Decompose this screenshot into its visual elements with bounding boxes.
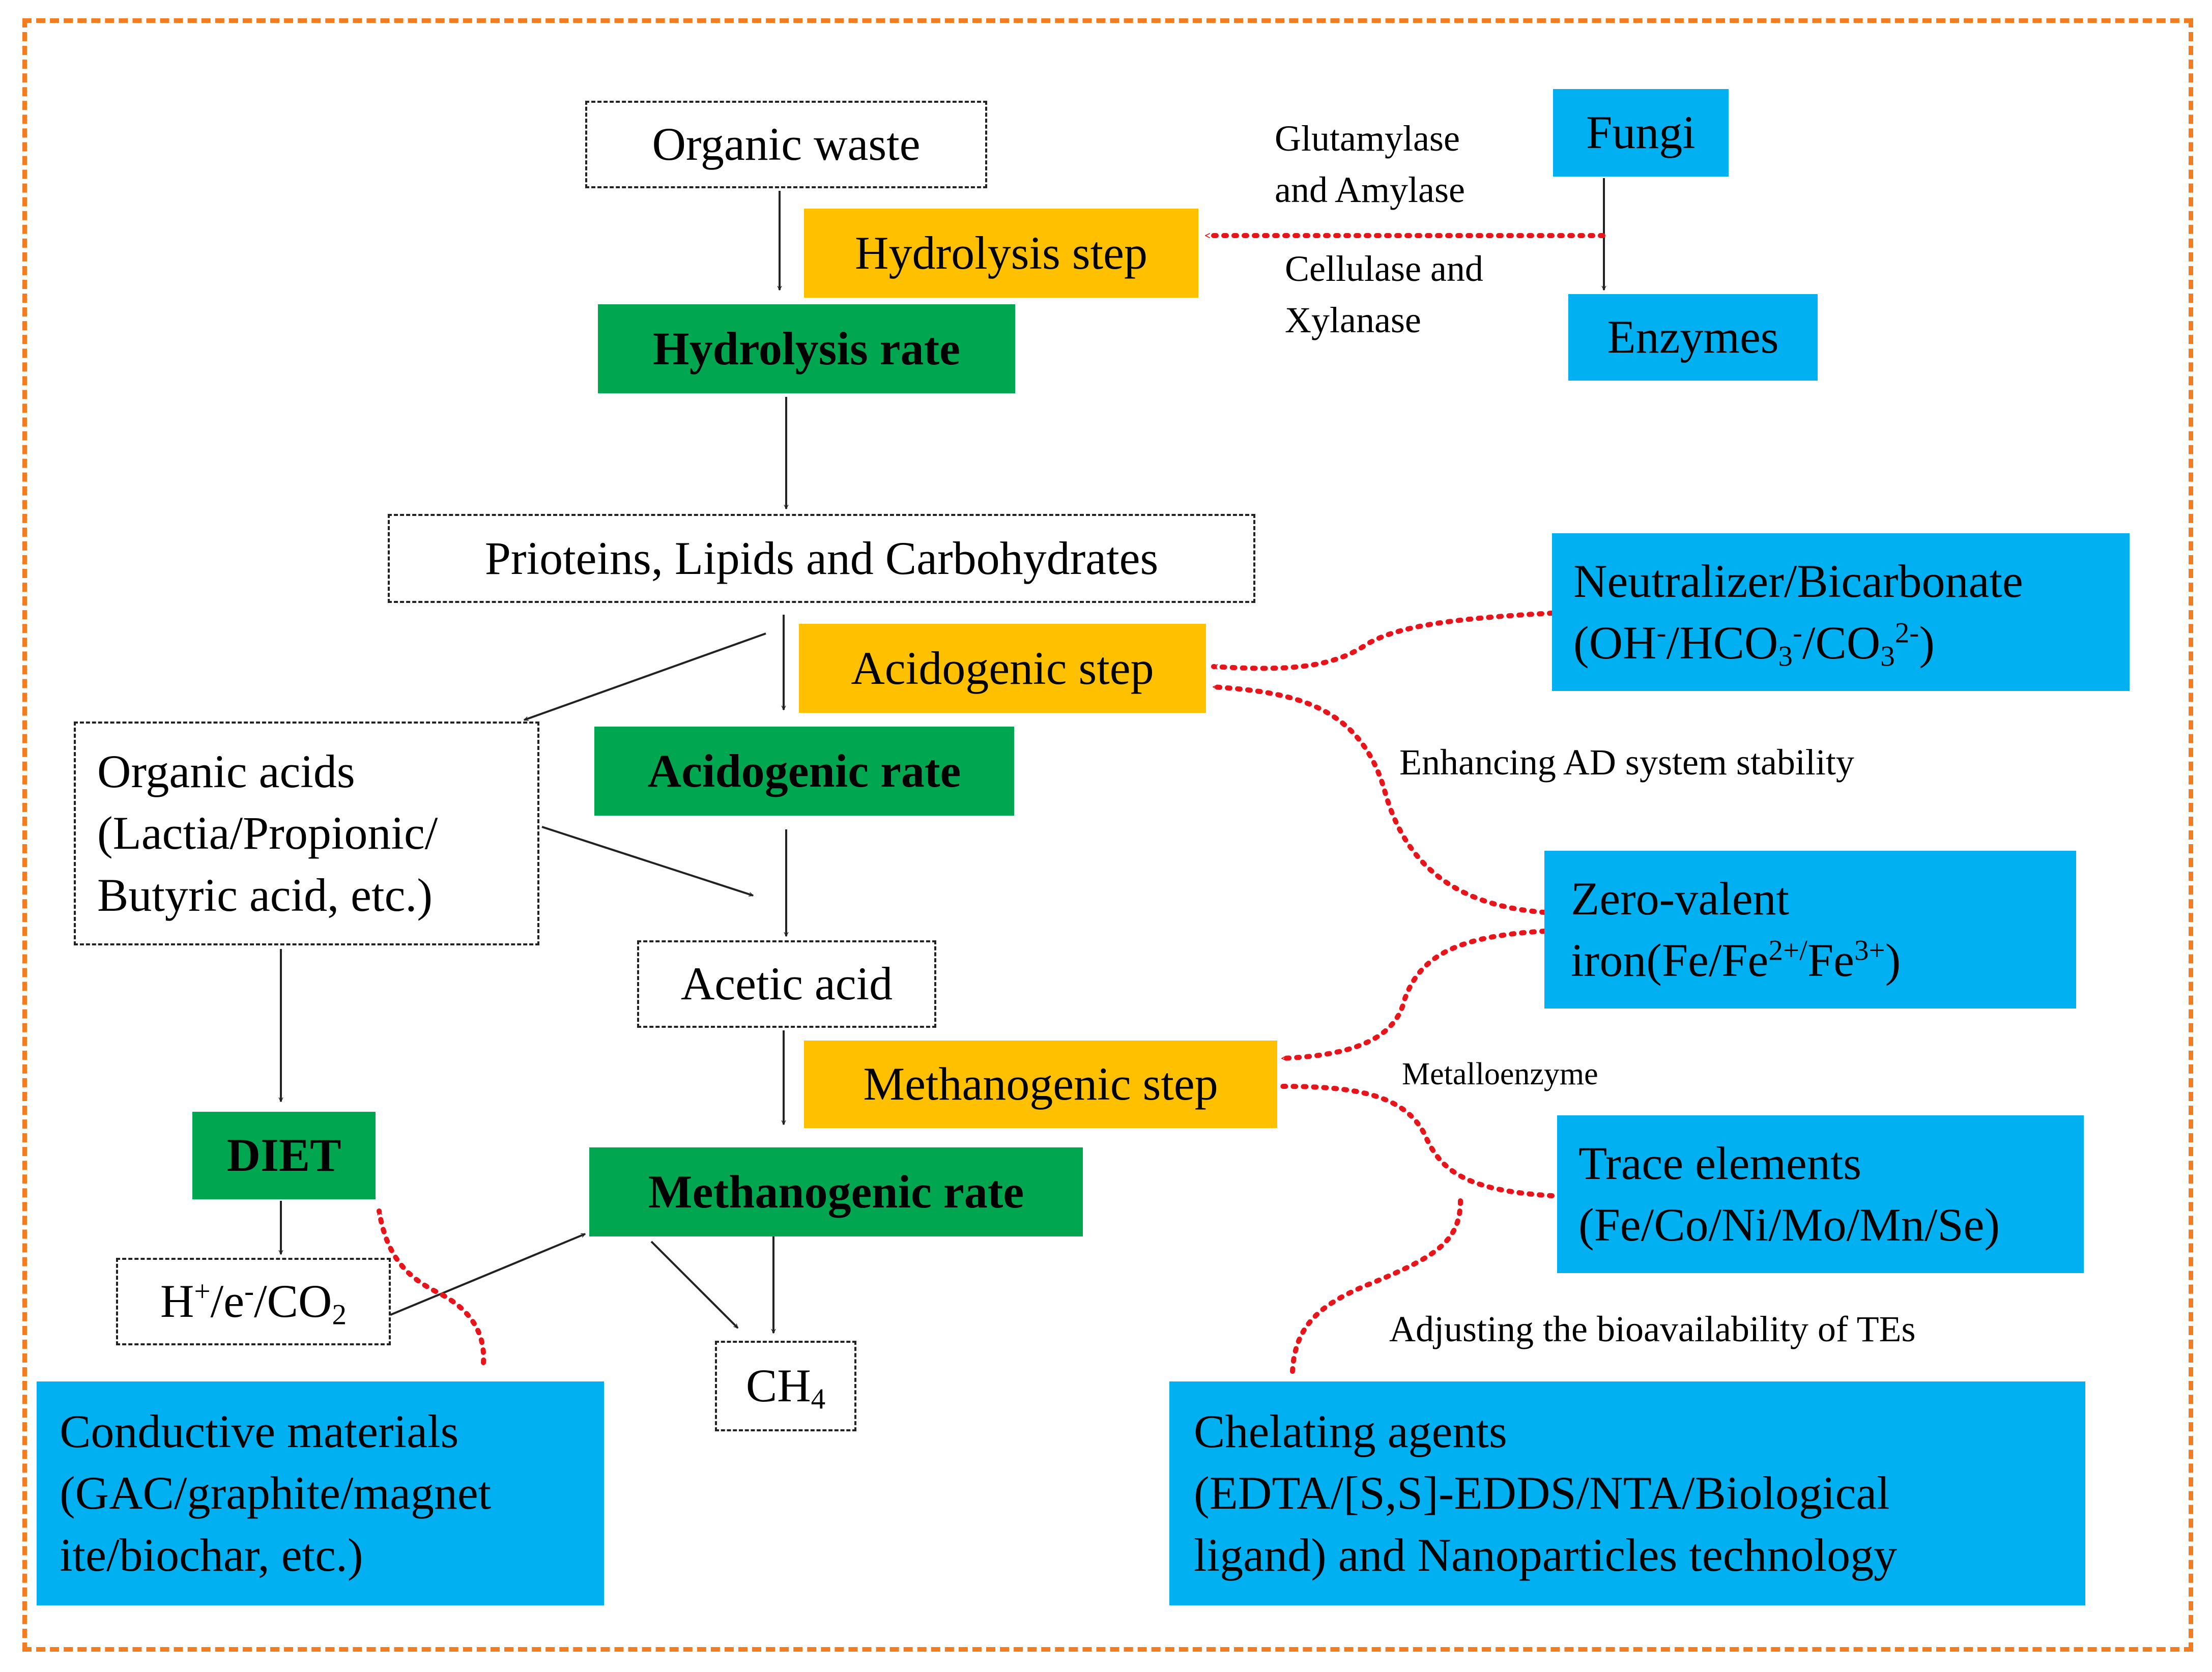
zvi-close: ) — [1885, 934, 1901, 986]
node-methanogenic-step-label: Methanogenic step — [863, 1058, 1218, 1110]
ch4-ch: CH — [745, 1360, 811, 1412]
node-organic-acids: Organic acids (Lactia/Propionic/ Butyric… — [74, 722, 539, 945]
node-hplus-co2-label: H+/e-/CO2 — [160, 1271, 347, 1332]
node-organic-acids-line3: Butyric acid, etc.) — [97, 869, 433, 921]
node-trace-elements: Trace elements (Fe/Co/Ni/Mo/Mn/Se) — [1557, 1115, 2084, 1273]
node-trace-line2: (Fe/Co/Ni/Mo/Mn/Se) — [1578, 1199, 2000, 1251]
node-conductive-line3: ite/biochar, etc.) — [60, 1529, 363, 1581]
ch4-sub4: 4 — [811, 1383, 826, 1416]
label-cellulase: Cellulase and Xylanase — [1285, 243, 1483, 346]
node-ch4: CH4 — [715, 1341, 856, 1431]
node-hydrolysis-step-label: Hydrolysis step — [855, 226, 1147, 279]
node-hydrolysis-rate-label: Hydrolysis rate — [653, 322, 960, 374]
label-stability: Enhancing AD system stability — [1399, 737, 1854, 788]
node-chelating-line1: Chelating agents — [1194, 1405, 1507, 1457]
node-acetic-acid: Acetic acid — [637, 940, 936, 1028]
neut-oh: (OH — [1573, 617, 1657, 669]
neut-sup3: 2- — [1894, 617, 1919, 649]
outer-dashed-frame — [22, 18, 2193, 1652]
node-organic-waste: Organic waste — [585, 101, 987, 188]
node-hydrolysis-step: Hydrolysis step — [804, 209, 1198, 298]
node-ch4-label: CH4 — [746, 1355, 825, 1417]
node-diet: DIET — [192, 1112, 376, 1199]
hplus-plus: + — [194, 1275, 211, 1308]
neut-hco: /HCO — [1666, 617, 1778, 669]
label-glutamylase: Glutamylase and Amylase — [1275, 113, 1465, 216]
node-diet-label: DIET — [226, 1129, 341, 1181]
node-acidogenic-step-label: Acidogenic step — [851, 642, 1154, 694]
node-acidogenic-step: Acidogenic step — [799, 624, 1206, 713]
hplus-h: H — [160, 1275, 194, 1328]
neut-sub3b: 3 — [1880, 640, 1895, 673]
node-neutralizer-line2: (OH-/HCO3-/CO32-) — [1573, 612, 1935, 674]
neut-close: ) — [1919, 617, 1935, 669]
node-chelating-line3: ligand) and Nanoparticles technology — [1194, 1529, 1898, 1581]
node-neutralizer-line1: Neutralizer/Bicarbonate — [1573, 555, 2023, 607]
node-enzymes: Enzymes — [1568, 294, 1818, 381]
hplus-sub2: 2 — [332, 1299, 347, 1331]
zvi-sup1: 2+/ — [1768, 934, 1807, 967]
node-conductive-line2: (GAC/graphite/magnet — [60, 1467, 492, 1519]
node-acidogenic-rate: Acidogenic rate — [594, 727, 1014, 816]
label-bioavailability-text: Adjusting the bioavailability of TEs — [1389, 1309, 1916, 1349]
hplus-e: /e — [210, 1275, 245, 1328]
node-chelating-agents: Chelating agents (EDTA/[S,S]-EDDS/NTA/Bi… — [1169, 1381, 2085, 1605]
node-conductive-materials: Conductive materials (GAC/graphite/magne… — [37, 1381, 604, 1605]
node-methanogenic-step: Methanogenic step — [804, 1041, 1277, 1128]
label-metalloenzyme: Metalloenzyme — [1402, 1052, 1598, 1097]
node-conductive-line1: Conductive materials — [60, 1405, 459, 1457]
label-glutamylase-line2: and Amylase — [1275, 169, 1465, 210]
label-glutamylase-line1: Glutamylase — [1275, 118, 1460, 159]
node-zvi-line1: Zero-valent — [1571, 872, 1790, 925]
node-hplus-co2: H+/e-/CO2 — [116, 1258, 391, 1345]
zvi-iron: iron(Fe/Fe — [1571, 934, 1769, 986]
node-trace-line1: Trace elements — [1578, 1137, 1862, 1189]
node-neutralizer: Neutralizer/Bicarbonate (OH-/HCO3-/CO32-… — [1552, 533, 2130, 691]
label-metalloenzyme-text: Metalloenzyme — [1402, 1057, 1598, 1091]
node-acidogenic-rate-label: Acidogenic rate — [647, 744, 961, 797]
neut-sup2: - — [1792, 617, 1802, 649]
node-fungi: Fungi — [1553, 89, 1729, 177]
node-organic-acids-line1: Organic acids — [97, 745, 355, 797]
node-fungi-label: Fungi — [1586, 106, 1696, 159]
neut-sub3: 3 — [1778, 640, 1793, 673]
node-zero-valent-iron: Zero-valent iron(Fe/Fe2+/Fe3+) — [1544, 851, 2076, 1008]
label-cellulase-line2: Xylanase — [1285, 299, 1421, 340]
node-organic-acids-line2: (Lactia/Propionic/ — [97, 807, 438, 859]
zvi-fe: Fe — [1807, 934, 1854, 986]
neut-co: /CO — [1802, 617, 1881, 669]
hplus-minus: - — [244, 1275, 254, 1308]
zvi-sup2: 3+ — [1854, 934, 1885, 967]
node-acetic-acid-label: Acetic acid — [680, 958, 893, 1010]
node-zvi-line2: iron(Fe/Fe2+/Fe3+) — [1571, 930, 1901, 991]
neut-sup1: - — [1656, 617, 1667, 649]
node-chelating-line2: (EDTA/[S,S]-EDDS/NTA/Biological — [1194, 1467, 1890, 1519]
node-macromolecules-label: Prioteins, Lipids and Carbohydrates — [484, 532, 1159, 584]
node-methanogenic-rate: Methanogenic rate — [589, 1147, 1083, 1236]
node-organic-waste-label: Organic waste — [652, 118, 921, 170]
hplus-co: /CO — [254, 1275, 332, 1328]
label-cellulase-line1: Cellulase and — [1285, 248, 1483, 289]
label-stability-text: Enhancing AD system stability — [1399, 742, 1854, 783]
node-macromolecules: Prioteins, Lipids and Carbohydrates — [388, 514, 1255, 603]
node-methanogenic-rate-label: Methanogenic rate — [648, 1165, 1024, 1218]
node-enzymes-label: Enzymes — [1607, 311, 1779, 363]
node-hydrolysis-rate: Hydrolysis rate — [598, 304, 1015, 393]
label-bioavailability: Adjusting the bioavailability of TEs — [1389, 1304, 1916, 1355]
